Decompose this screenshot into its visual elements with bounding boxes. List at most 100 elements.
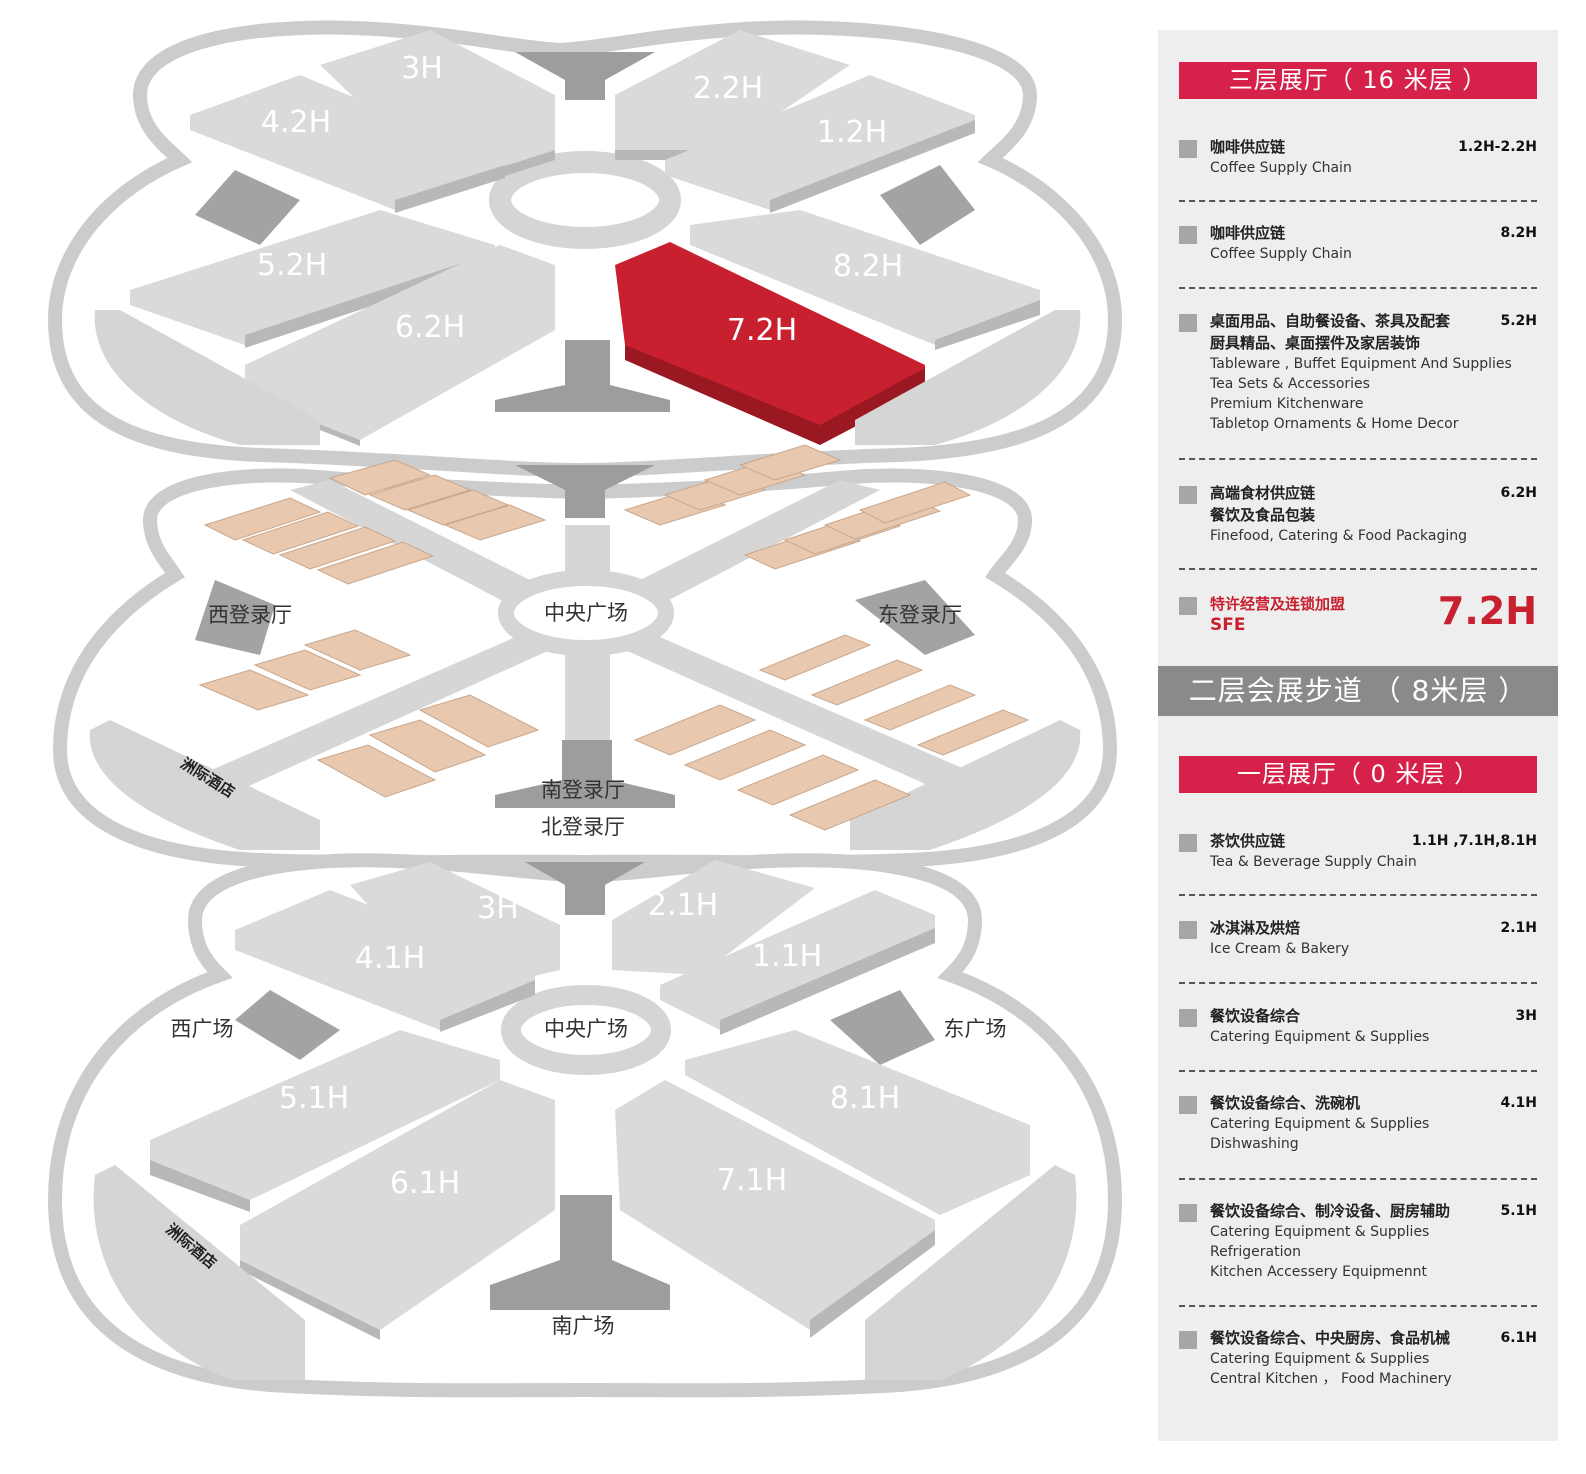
- entry-en: Central Kitchen ， Food Machinery: [1210, 1371, 1452, 1387]
- hall-label-71h: 7.1H: [717, 1163, 787, 1198]
- hall-label-61h: 6.1H: [390, 1166, 460, 1201]
- upper-wing-east: [855, 310, 1081, 445]
- walkway-se: [625, 635, 990, 795]
- hall-12h[interactable]: 1.2H: [665, 75, 975, 213]
- entry-zh: 冰淇淋及烘焙: [1210, 919, 1301, 937]
- hall-label-41h: 4.1H: [355, 941, 425, 976]
- hall-51h[interactable]: 5.1H: [150, 1030, 500, 1212]
- middle-center-ring: [498, 570, 674, 656]
- entry-zh: 茶饮供应链: [1210, 832, 1286, 850]
- entry-hall: 5.2H: [1500, 313, 1537, 329]
- hall-81h[interactable]: 8.1H: [685, 1030, 1030, 1215]
- entry-zh-2: 餐饮及食品包装: [1210, 506, 1316, 524]
- hall-42h[interactable]: 4.2H: [190, 75, 505, 213]
- south-lobby-label: 南登录厅: [541, 778, 625, 802]
- floor3-header: 三层展厅（ 16 米层 ）: [1179, 62, 1537, 99]
- entry-en: Catering Equipment & Supplies: [1210, 1351, 1430, 1367]
- entry-hall: 5.1H: [1500, 1203, 1537, 1219]
- hall-label-3h-lower: 3H: [477, 891, 519, 926]
- entry-en: Ice Cream & Bakery: [1210, 941, 1350, 957]
- entry-en: Coffee Supply Chain: [1210, 160, 1352, 176]
- west-lobby-label: 西登录厅: [208, 603, 292, 627]
- legend-square: [1179, 140, 1197, 158]
- legend-square: [1179, 597, 1197, 615]
- legend-square: [1179, 1096, 1197, 1114]
- upper-ramp-south: [495, 340, 670, 412]
- upper-ramp-east: [880, 165, 975, 245]
- middle-ramp-north: [515, 465, 655, 518]
- west-plaza-label: 西广场: [171, 1017, 234, 1041]
- hall-label-72h: 7.2H: [727, 313, 797, 348]
- middle-level: 西登录厅 东登录厅 中央广场 南登录厅 洲际酒店: [52, 444, 1118, 870]
- hall-label-62h: 6.2H: [395, 310, 465, 345]
- floor2-header: 二层会展步道 （ 8米层 ）: [1158, 666, 1558, 716]
- venue-map: 3H 4.2H 2.2H 1.2H 5.2H 6.2H: [47, 20, 1123, 1398]
- hall-label-21h: 2.1H: [648, 888, 718, 923]
- east-lobby-label: 东登录厅: [878, 603, 962, 627]
- entry-en: SFE: [1210, 615, 1246, 635]
- floor1-header: 一层展厅（ 0 米层 ）: [1179, 756, 1537, 793]
- hall-21h[interactable]: 2.1H: [612, 860, 815, 975]
- entry-en: Tabletop Ornaments & Home Decor: [1210, 416, 1459, 432]
- entry-en: Finefood, Catering & Food Packaging: [1210, 528, 1468, 544]
- middle-ramp-east: [855, 580, 975, 655]
- legend-square: [1179, 921, 1197, 939]
- entry-en: Coffee Supply Chain: [1210, 246, 1352, 262]
- booth-group: [198, 444, 1030, 831]
- lower-ramp-north: [525, 862, 645, 915]
- middle-ramp-west: [195, 580, 275, 655]
- hall-61h[interactable]: 6.1H: [240, 1080, 555, 1340]
- legend-square: [1179, 314, 1197, 332]
- entry-zh: 餐饮设备综合、洗碗机: [1210, 1094, 1361, 1112]
- hall-label-82h: 8.2H: [833, 249, 903, 284]
- entry-hall: 4.1H: [1500, 1095, 1537, 1111]
- hall-label-3h-upper: 3H: [401, 51, 443, 86]
- walkway-ne: [610, 480, 880, 615]
- walkway-sw: [200, 635, 550, 790]
- entry-hall: 3H: [1515, 1008, 1537, 1024]
- legend-divider: [1179, 1070, 1537, 1072]
- hall-52h[interactable]: 5.2H: [130, 210, 495, 348]
- entry-hall: 1.1H ,7.1H,8.1H: [1411, 833, 1537, 849]
- legend-divider: [1179, 200, 1537, 202]
- middle-wing-east: [850, 720, 1081, 850]
- entry-en: Premium Kitchenware: [1210, 396, 1364, 412]
- legend-divider: [1179, 568, 1537, 570]
- legend-square: [1179, 834, 1197, 852]
- middle-ramp-south: [495, 740, 675, 808]
- south-plaza-label: 南广场: [552, 1314, 615, 1338]
- hall-71h[interactable]: 7.1H: [615, 1080, 935, 1338]
- legend-square: [1179, 226, 1197, 244]
- upper-level: 3H 4.2H 2.2H 1.2H 5.2H 6.2H: [47, 20, 1123, 478]
- legend-square: [1179, 486, 1197, 504]
- lower-ramp-west: [235, 990, 340, 1060]
- north-lobby-label: 北登录厅: [541, 815, 625, 839]
- hall-label-22h: 2.2H: [693, 71, 763, 106]
- entry-en: Catering Equipment & Supplies: [1210, 1029, 1430, 1045]
- lower-wing-east: [865, 1165, 1077, 1380]
- lower-ramp-east: [830, 990, 935, 1065]
- hall-41h[interactable]: 4.1H: [235, 890, 535, 1032]
- hall-label-12h: 1.2H: [817, 115, 887, 150]
- entry-en: Kitchen Accessery Equipmennt: [1210, 1264, 1427, 1280]
- lower-wing-west: [93, 1165, 305, 1380]
- upper-ramp-north: [515, 52, 655, 100]
- east-plaza-label: 东广场: [944, 1017, 1007, 1041]
- entry-en: Refrigeration: [1210, 1244, 1301, 1260]
- legend-divider: [1179, 458, 1537, 460]
- walkway-nw: [290, 480, 560, 615]
- entry-hall: 8.2H: [1500, 225, 1537, 241]
- entry-zh: 咖啡供应链: [1210, 138, 1286, 156]
- legend-divider: [1179, 894, 1537, 896]
- hall-11h[interactable]: 1.1H: [660, 890, 935, 1035]
- legend-square: [1179, 1009, 1197, 1027]
- hall-label-42h: 4.2H: [261, 105, 331, 140]
- hall-72h[interactable]: 7.2H: [615, 242, 925, 445]
- legend-divider: [1179, 287, 1537, 289]
- entry-zh: 桌面用品、自助餐设备、茶具及配套: [1210, 312, 1451, 330]
- hall-label-52h: 5.2H: [257, 248, 327, 283]
- upper-center-ring: [489, 151, 681, 249]
- legend-panel: 三层展厅（ 16 米层 ） 咖啡供应链 Coffee Supply Chain …: [1158, 30, 1558, 1441]
- hall-82h[interactable]: 8.2H: [690, 210, 1040, 350]
- entry-zh: 餐饮设备综合: [1210, 1007, 1301, 1025]
